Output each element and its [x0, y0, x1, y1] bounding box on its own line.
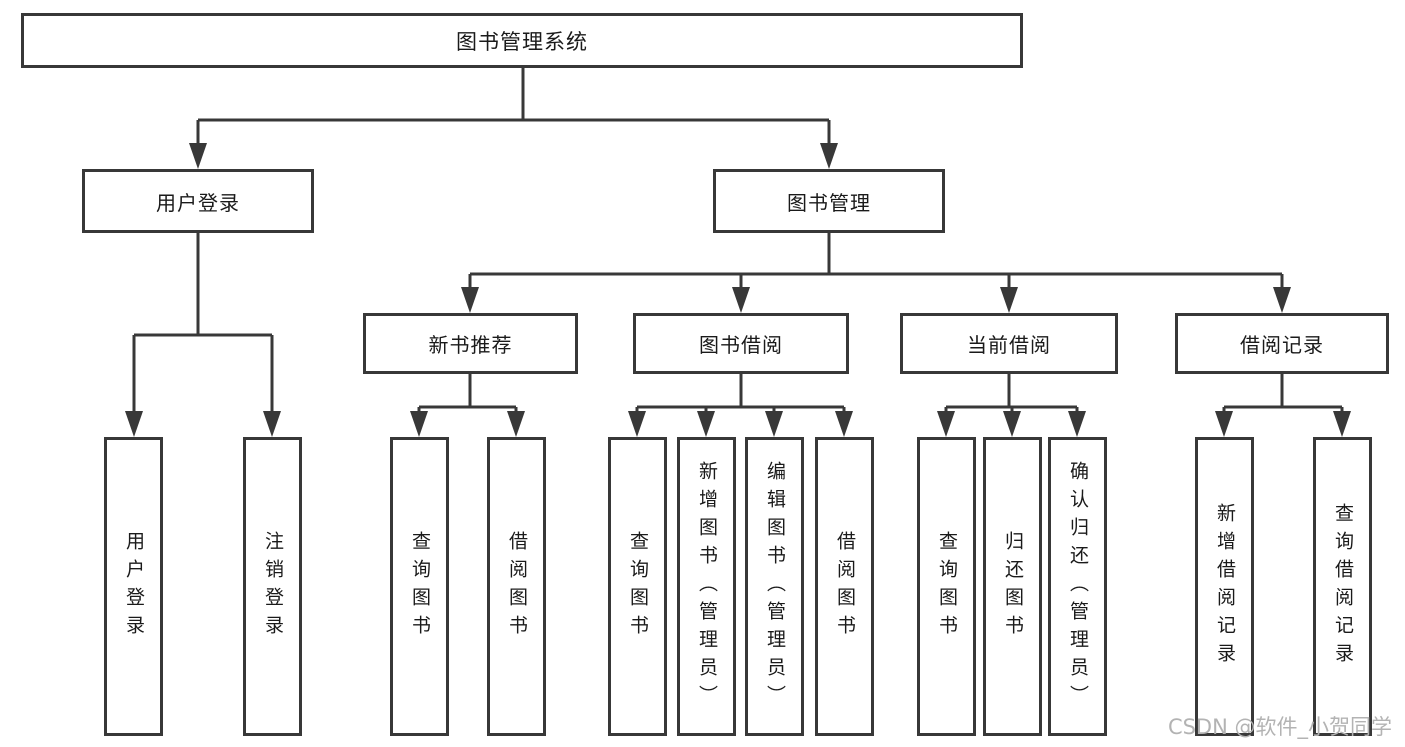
leaf-label: 借阅图书	[506, 530, 528, 643]
leaf-label: 用户登录	[123, 530, 145, 643]
leaf-borrow-book: 借阅图书	[815, 437, 874, 736]
node-borrow-records: 借阅记录	[1175, 313, 1389, 374]
node-book-management: 图书管理	[713, 169, 945, 233]
leaf-label: 注销登录	[262, 530, 284, 643]
leaf-label: 新增借阅记录	[1214, 502, 1236, 671]
leaf-borrow-book-recommend: 借阅图书	[487, 437, 546, 736]
node-user-login: 用户登录	[82, 169, 314, 233]
leaf-logout-login: 注销登录	[243, 437, 302, 736]
leaf-user-login: 用户登录	[104, 437, 163, 736]
node-root: 图书管理系统	[21, 13, 1023, 68]
leaf-label: 确认归还（管理员）	[1067, 460, 1089, 713]
csdn-watermark: CSDN @软件_小贺同学	[1167, 715, 1392, 739]
leaf-return-book: 归还图书	[983, 437, 1042, 736]
leaf-confirm-return-admin: 确认归还（管理员）	[1048, 437, 1107, 736]
node-label: 用户登录	[156, 190, 240, 215]
leaf-label: 归还图书	[1002, 530, 1024, 643]
leaf-label: 查询图书	[627, 530, 649, 643]
node-label: 图书借阅	[699, 333, 783, 357]
node-label: 当前借阅	[967, 333, 1051, 357]
leaf-label: 查询借阅记录	[1332, 502, 1354, 671]
node-current-borrow: 当前借阅	[900, 313, 1118, 374]
node-new-book-recommend: 新书推荐	[363, 313, 578, 374]
leaf-query-book-recommend: 查询图书	[390, 437, 449, 736]
node-label: 图书管理系统	[456, 29, 588, 54]
leaf-add-book-admin: 新增图书（管理员）	[677, 437, 736, 736]
node-label: 新书推荐	[428, 333, 513, 357]
leaf-label: 编辑图书（管理员）	[764, 460, 786, 713]
leaf-label: 新增图书（管理员）	[696, 460, 718, 713]
node-label: 图书管理	[787, 190, 871, 215]
leaf-label: 查询图书	[936, 530, 958, 643]
node-label: 借阅记录	[1240, 333, 1324, 357]
leaf-query-book-current: 查询图书	[917, 437, 976, 736]
leaf-edit-book-admin: 编辑图书（管理员）	[745, 437, 804, 736]
leaf-label: 查询图书	[409, 530, 431, 643]
node-book-borrow: 图书借阅	[633, 313, 849, 374]
leaf-label: 借阅图书	[834, 530, 856, 643]
leaf-add-borrow-record: 新增借阅记录	[1195, 437, 1254, 736]
leaf-query-borrow-record: 查询借阅记录	[1313, 437, 1372, 736]
leaf-query-book-borrow: 查询图书	[608, 437, 667, 736]
